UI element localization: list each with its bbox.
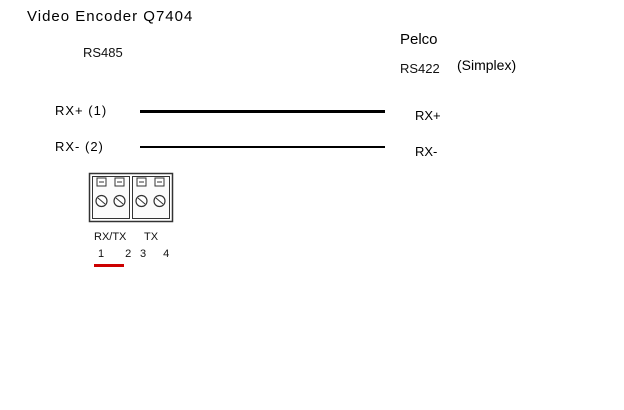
wire2-line [140, 146, 385, 148]
pin-numbers-right: 3 4 [140, 248, 177, 260]
right-protocol-label: RS422 [400, 61, 440, 76]
left-protocol-label: RS485 [83, 45, 123, 60]
diagram-title: Video Encoder Q7404 [27, 8, 194, 25]
wire2-left-label: RX- (2) [55, 139, 104, 154]
wire2-right-label: RX- [415, 144, 438, 159]
port-label-rxtx: RX/TX [94, 231, 127, 243]
wire1-left-label: RX+ (1) [55, 103, 108, 118]
right-device-label: Pelco [400, 31, 438, 48]
wire1-line [140, 110, 385, 113]
right-mode-label: (Simplex) [457, 57, 517, 73]
wire1-right-label: RX+ [415, 108, 441, 123]
pin-highlight-underline [94, 264, 124, 267]
pin-numbers-left: 1 2 [98, 248, 141, 260]
terminal-connector-icon [88, 168, 174, 229]
port-label-tx: TX [144, 231, 159, 243]
